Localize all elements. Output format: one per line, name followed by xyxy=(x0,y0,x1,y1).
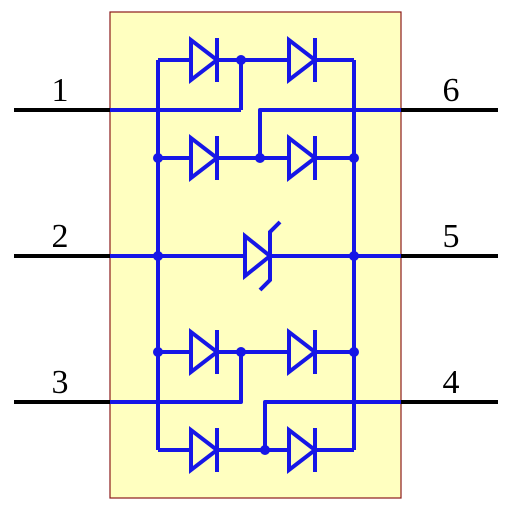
diode-row4-left xyxy=(189,425,221,475)
diodes xyxy=(189,35,319,475)
pin-label-6: 6 xyxy=(443,72,460,109)
junction-dot xyxy=(153,347,163,357)
pin-6-internal xyxy=(258,108,401,158)
junction-dot xyxy=(236,347,246,357)
diode-row3-left xyxy=(189,327,221,377)
diode-row1-right xyxy=(287,35,319,85)
pin-labels: 1 2 3 6 5 4 xyxy=(52,72,460,401)
junction-dot xyxy=(349,153,359,163)
diode-row4-right xyxy=(287,425,319,475)
diode-row2-left xyxy=(189,133,221,183)
pin-label-3: 3 xyxy=(52,364,69,401)
junction-dot xyxy=(349,251,359,261)
junction-dot xyxy=(236,55,246,65)
junction-dots xyxy=(153,55,359,455)
junction-dot xyxy=(260,445,270,455)
pin-4-internal xyxy=(263,400,401,450)
junction-dot xyxy=(349,347,359,357)
pin-label-1: 1 xyxy=(52,72,69,109)
junction-dot xyxy=(153,153,163,163)
pin-label-2: 2 xyxy=(52,218,69,255)
pin-label-4: 4 xyxy=(443,364,460,401)
pin-label-5: 5 xyxy=(443,218,460,255)
junction-dot xyxy=(153,251,163,261)
junction-dot xyxy=(255,153,265,163)
zener-diode xyxy=(243,220,282,292)
pin-leads xyxy=(14,108,498,404)
diode-row3-right xyxy=(287,327,319,377)
diode-row2-right xyxy=(287,133,319,183)
diode-row1-left xyxy=(189,35,221,85)
pin-3-internal xyxy=(110,352,243,404)
